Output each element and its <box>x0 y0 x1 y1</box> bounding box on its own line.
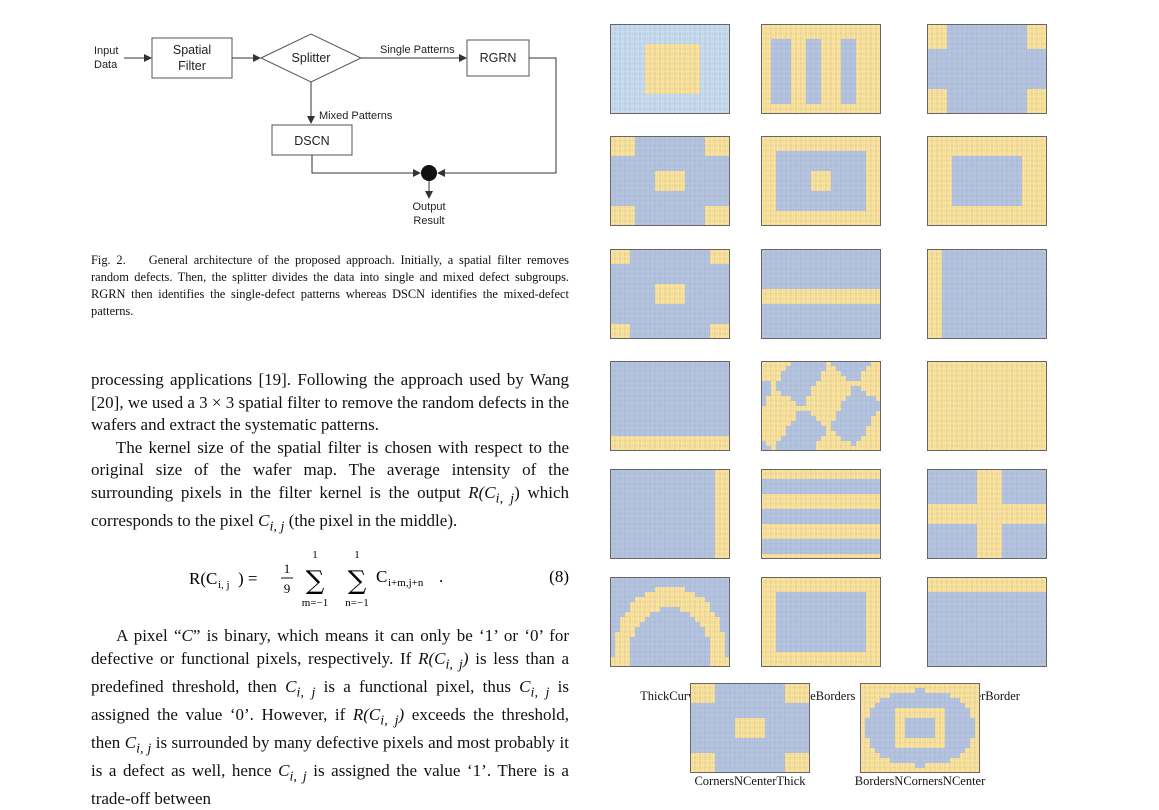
caption-text: General architecture of the proposed app… <box>91 253 569 318</box>
eq-sum1-symbol: ∑ <box>306 566 325 596</box>
wafer-map-threerepetitivelines <box>761 469 881 559</box>
figure-caption: Fig. 2. General architecture of the prop… <box>91 252 569 320</box>
paragraph-1: processing applications [19]. Following … <box>91 369 569 538</box>
wafer-map-svg <box>610 249 730 339</box>
eq-lhs-close: ) = <box>238 569 258 588</box>
paragraph-1b-expr: R(C <box>468 483 495 502</box>
wafer-map-cornersncenter <box>610 136 730 226</box>
equation-8: R(C i, j ) = 1 9 1 ∑ m=−1 1 ∑ n=−1 C i+m… <box>91 545 569 615</box>
eq-frac-den: 9 <box>284 581 291 596</box>
wafer-map-zigzag <box>761 361 881 451</box>
wafer-label: CornersNCenterThick <box>670 774 830 789</box>
wafer-map-rightborder <box>610 469 730 559</box>
eq-lhs-sub: i, j <box>218 579 230 591</box>
caption-label: Fig. 2. <box>91 253 126 267</box>
wafer-map-svg <box>610 469 730 559</box>
wafer-map-thickcurve <box>610 577 730 667</box>
wafer-map-svg <box>610 577 730 667</box>
architecture-diagram-svg: Input Data Spatial Filter Splitter Singl… <box>80 28 580 238</box>
input-data-label-2: Data <box>94 59 118 71</box>
architecture-diagram: Input Data Spatial Filter Splitter Singl… <box>80 28 580 238</box>
eq-lhs: R(C <box>189 569 217 588</box>
eq-frac-num: 1 <box>284 561 291 576</box>
wafer-map-svg <box>761 24 881 114</box>
wafer-map-corners <box>927 24 1047 114</box>
single-patterns-label: Single Patterns <box>380 44 455 56</box>
merge-node <box>421 165 437 181</box>
eq-sum1-top: 1 <box>312 549 318 561</box>
dscn-label: DSCN <box>294 134 329 148</box>
spatial-filter-label-2: Filter <box>178 59 206 73</box>
wafer-map-svg <box>761 577 881 667</box>
paragraph-1b-csub: i, j <box>269 518 284 534</box>
wafer-map-svg <box>761 361 881 451</box>
wafer-map-svg <box>761 136 881 226</box>
paragraph-3: A pixel “C” is binary, which means it ca… <box>91 625 569 810</box>
wafer-map-svg <box>927 249 1047 339</box>
paragraph-3-t4: is a functional pixel, thus <box>315 677 519 696</box>
wafer-label: BordersNCornersNCenter <box>840 774 1000 789</box>
wafer-map-cornersncenterthick <box>690 683 810 773</box>
wafer-map-svg <box>927 24 1047 114</box>
wafer-map-svg <box>927 469 1047 559</box>
wafer-map-bordersntwolines <box>761 24 881 114</box>
eq-term: C <box>376 567 387 586</box>
paragraph-3-c: C <box>182 626 193 645</box>
eq-number: (8) <box>549 567 569 586</box>
wafer-map-plus <box>927 469 1047 559</box>
rgrn-label: RGRN <box>480 51 517 65</box>
paragraph-1a: processing applications [19]. Following … <box>91 370 569 434</box>
input-data-label-1: Input <box>94 45 118 57</box>
wafer-map-svg <box>927 361 1047 451</box>
wafer-map-svg <box>610 24 730 114</box>
wafer-map-svg <box>610 136 730 226</box>
output-result-label-2: Result <box>413 215 444 227</box>
wafer-map-threeborders <box>761 577 881 667</box>
eq-sum1-bottom: m=−1 <box>302 597 328 609</box>
eq-term-sub: i+m,j+n <box>388 577 424 589</box>
paragraph-1b-c: C <box>258 511 269 530</box>
paragraph-3-t1: A pixel “ <box>116 626 181 645</box>
wafer-map-lowerborder <box>610 361 730 451</box>
wafer-map-svg <box>690 683 810 773</box>
wafer-map-thickbordersncenter <box>927 361 1047 451</box>
paragraph-1b-sub: i, j <box>496 490 514 506</box>
wafer-map-leftborder <box>927 249 1047 339</box>
mixed-patterns-label: Mixed Patterns <box>319 110 393 122</box>
wafer-map-svg <box>761 249 881 339</box>
wafer-map-center <box>610 24 730 114</box>
wafer-map-allborders <box>927 136 1047 226</box>
wafer-map-svg <box>860 683 980 773</box>
output-result-label-1: Output <box>412 201 445 213</box>
paragraph-1b-3: (the pixel in the middle). <box>284 511 457 530</box>
eq-sum2-top: 1 <box>354 549 360 561</box>
spatial-filter-label-1: Spatial <box>173 43 211 57</box>
wafer-map-svg <box>927 136 1047 226</box>
wafer-map-bordersncenter <box>761 136 881 226</box>
eq-sum2-bottom: n=−1 <box>345 597 368 609</box>
splitter-label: Splitter <box>292 51 331 65</box>
eq-term-end: . <box>439 567 443 586</box>
wafer-map-svg <box>610 361 730 451</box>
wafer-map-svg <box>927 577 1047 667</box>
wafer-map-cornersncenterthin <box>610 249 730 339</box>
eq-sum2-symbol: ∑ <box>348 566 367 596</box>
wafer-map-svg <box>761 469 881 559</box>
wafer-map-horizontalcount <box>761 249 881 339</box>
wafer-map-bordersncornersncenter <box>860 683 980 773</box>
equation-8-svg: R(C i, j ) = 1 9 1 ∑ m=−1 1 ∑ n=−1 C i+m… <box>91 545 569 615</box>
wafer-map-upperborder <box>927 577 1047 667</box>
